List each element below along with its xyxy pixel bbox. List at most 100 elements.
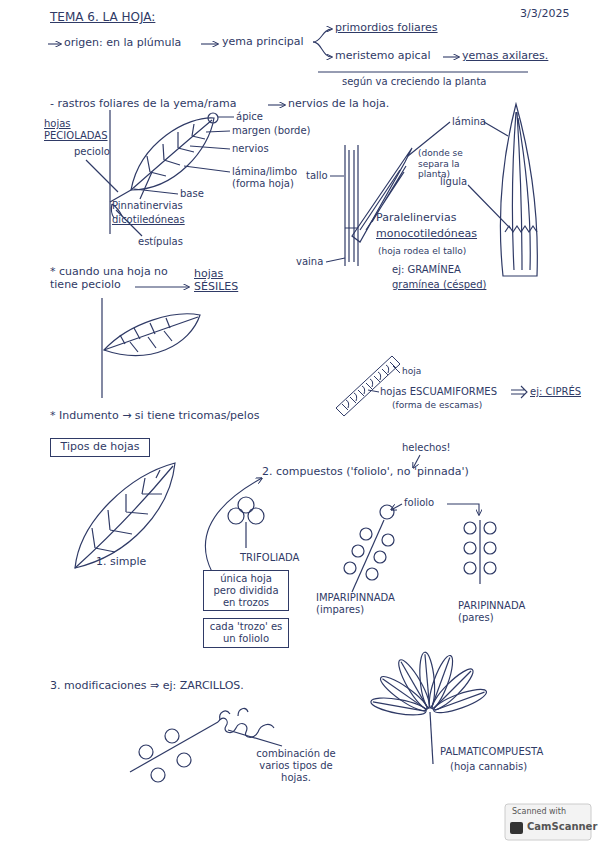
palmate-leaf (430, 712, 433, 764)
trifoliate-leaf (228, 497, 264, 548)
sessile-leaf (104, 317, 198, 350)
tendril-leaf (177, 753, 191, 767)
note-text: monocotiledóneas (376, 228, 477, 241)
box-text: única hoja pero dividida en trozos (208, 573, 284, 608)
heading-box: Tipos de hojas (50, 438, 150, 457)
note-text: (hoja cannabis) (450, 761, 527, 773)
paripinnate-leaf (479, 520, 480, 584)
note-arrow (443, 56, 459, 57)
tendril-leaf (218, 718, 274, 737)
trifoliate-leaf (238, 497, 254, 513)
palmate-leaf (370, 652, 489, 719)
note-text: yema principal (222, 36, 304, 49)
trifoliate-leaf (228, 508, 244, 524)
palmate-leaf (431, 685, 488, 717)
simple-leaf (75, 463, 175, 568)
type-label: 1. simple (96, 556, 146, 569)
note-text: origen: en la plúmula (64, 37, 181, 50)
grass-leaf (512, 112, 530, 270)
palmate-leaf (432, 657, 450, 707)
grass-leaf (326, 104, 537, 276)
petiolate-leaf (131, 118, 214, 190)
part-label: lígula (440, 176, 467, 188)
note-text: (hoja rodea el tallo) (378, 246, 466, 257)
petiolate-leaf (131, 120, 212, 190)
sessile-leaf (104, 314, 200, 356)
part-label: lámina/limbo (forma hoja) (232, 166, 314, 190)
part-label: margen (borde) (232, 125, 311, 137)
imparipinnate-leaf (344, 505, 394, 592)
note-text: * cuando una hoja no tiene peciolo (50, 266, 174, 292)
note-box: cada 'trozo' es un foliolo (203, 618, 289, 648)
trifoliate-leaf (248, 508, 264, 524)
box-text: cada 'trozo' es un foliolo (208, 621, 284, 645)
part-label: dicotiledóneas (112, 214, 185, 226)
watermark-text: Scanned with (512, 807, 566, 816)
tendril-leaf (228, 730, 282, 746)
imparipinnate-leaf (382, 534, 394, 546)
note-arrow (313, 42, 332, 57)
tendril-leaf (130, 722, 218, 772)
tendril-leaf (139, 745, 153, 759)
type-label: TRIFOLIADA (240, 552, 299, 564)
imparipinnate-leaf (366, 568, 378, 580)
note-arrow (511, 386, 527, 398)
tendril-leaf (165, 729, 179, 743)
paripinnate-leaf (484, 542, 496, 554)
sessile-leaf (102, 298, 200, 398)
paripinnate-leaf (484, 522, 496, 534)
palmate-leaf (431, 685, 488, 717)
paripinnate-leaf (464, 542, 476, 554)
paripinnate-leaf (464, 520, 496, 584)
date-text: 3/3/2025 (520, 8, 569, 21)
petiolate-leaf (109, 110, 110, 234)
note-arrow (135, 286, 189, 287)
note-text: * Indumento → si tiene tricomas/pelos (50, 410, 259, 423)
note-text: meristemo apical (335, 50, 430, 63)
palmate-leaf (401, 662, 428, 708)
imparipinnate-leaf (352, 545, 364, 557)
petiolate-leaf (86, 110, 234, 236)
petiolate-leaf (208, 113, 218, 123)
note-arrow (48, 29, 528, 572)
part-label: base (180, 188, 204, 200)
note-text: nervios de la hoja. (288, 98, 389, 111)
box-text: Tipos de hojas (55, 441, 145, 454)
part-label: vaina (296, 256, 323, 268)
grass-leaf (500, 104, 537, 276)
simple-leaf (75, 463, 175, 568)
grass-leaf (345, 145, 358, 266)
part-label: lámina (452, 116, 486, 128)
note-text: ej: CIPRÉS (530, 386, 581, 398)
palmate-leaf (425, 654, 430, 707)
tendril-leaf (151, 768, 165, 782)
page-title: TEMA 6. LA HOJA: (50, 10, 155, 24)
part-label: (donde se separa la planta) (418, 148, 494, 180)
palmate-leaf (434, 671, 471, 708)
type-label: 2. compuestos ('foliolo', no 'pinnada') (262, 466, 469, 479)
note-arrow (268, 104, 285, 105)
note-text: gramínea (césped) (392, 279, 486, 291)
note-arrow (48, 43, 61, 44)
watermark-text: CamScanner (527, 821, 597, 833)
note-text: yemas axilares. (462, 50, 548, 63)
part-label: hoja (402, 366, 421, 377)
part-label: tallo (306, 170, 328, 182)
note-arrow (201, 43, 218, 44)
note-text: - rastros foliares de la yema/rama (50, 98, 236, 111)
tendril-leaf (130, 709, 282, 782)
imparipinnate-leaf (380, 505, 394, 519)
note-text: helechos! (402, 442, 451, 454)
note-text: ej: GRAMÍNEA (392, 264, 461, 276)
type-label: PARIPINNADA (pares) (458, 600, 546, 624)
grass-leaf (326, 122, 510, 262)
imparipinnate-leaf (344, 562, 356, 574)
part-label: estípulas (138, 236, 183, 248)
imparipinnate-leaf (374, 551, 386, 563)
scanner-watermark (510, 822, 523, 834)
palmate-leaf (435, 692, 485, 710)
simple-leaf (92, 470, 162, 552)
part-label: foliolo (404, 497, 434, 509)
note-arrow (318, 71, 528, 72)
tendril-leaf (220, 709, 248, 720)
